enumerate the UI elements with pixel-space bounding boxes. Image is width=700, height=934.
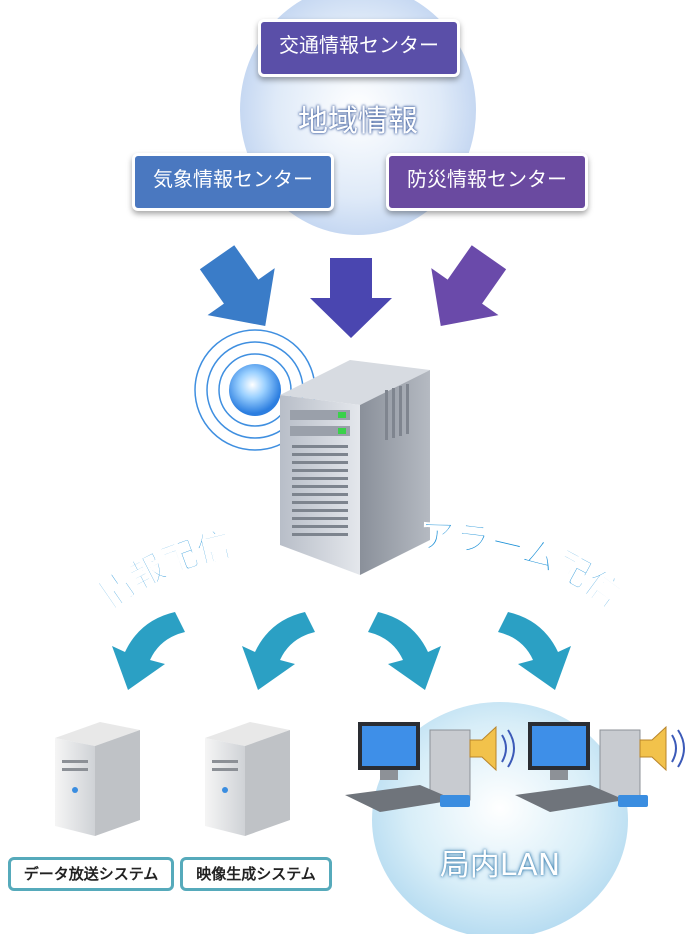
video-generation-server-icon (205, 722, 290, 836)
video-generation-system-label: 映像生成システム (180, 857, 332, 891)
central-server-icon (280, 360, 430, 575)
arrow-to-lan-pc1 (368, 612, 441, 690)
arrow-weather-down (199, 245, 275, 327)
weather-info-center-box: 気象情報センター (132, 153, 334, 211)
data-broadcast-system-label: データ放送システム (8, 857, 174, 891)
arrow-to-lan-pc2 (498, 612, 571, 690)
region-label: 地域情報 (298, 104, 418, 139)
data-broadcast-server-icon (55, 722, 140, 836)
info-delivery-label: 情報配信 (92, 525, 235, 617)
arrow-disaster-down (431, 245, 507, 327)
lan-pc1-icon (345, 722, 471, 812)
arrow-to-video-generation (242, 612, 315, 690)
speaker-icon (469, 725, 515, 772)
lan-pc2-icon (515, 722, 648, 812)
arrow-traffic-down (310, 258, 392, 338)
weather-info-center-label: 気象情報センター (153, 167, 313, 191)
traffic-info-center-label: 交通情報センター (279, 33, 439, 57)
disaster-info-center-box: 防災情報センター (386, 153, 588, 211)
arrow-to-data-broadcast (112, 612, 185, 690)
alarm-delivery-label: アラーム配信 (420, 517, 628, 616)
station-lan-label: 局内LAN (439, 848, 561, 883)
speaker-icon (639, 725, 685, 772)
traffic-info-center-box: 交通情報センター (258, 19, 460, 77)
disaster-info-center-label: 防災情報センター (407, 167, 567, 191)
